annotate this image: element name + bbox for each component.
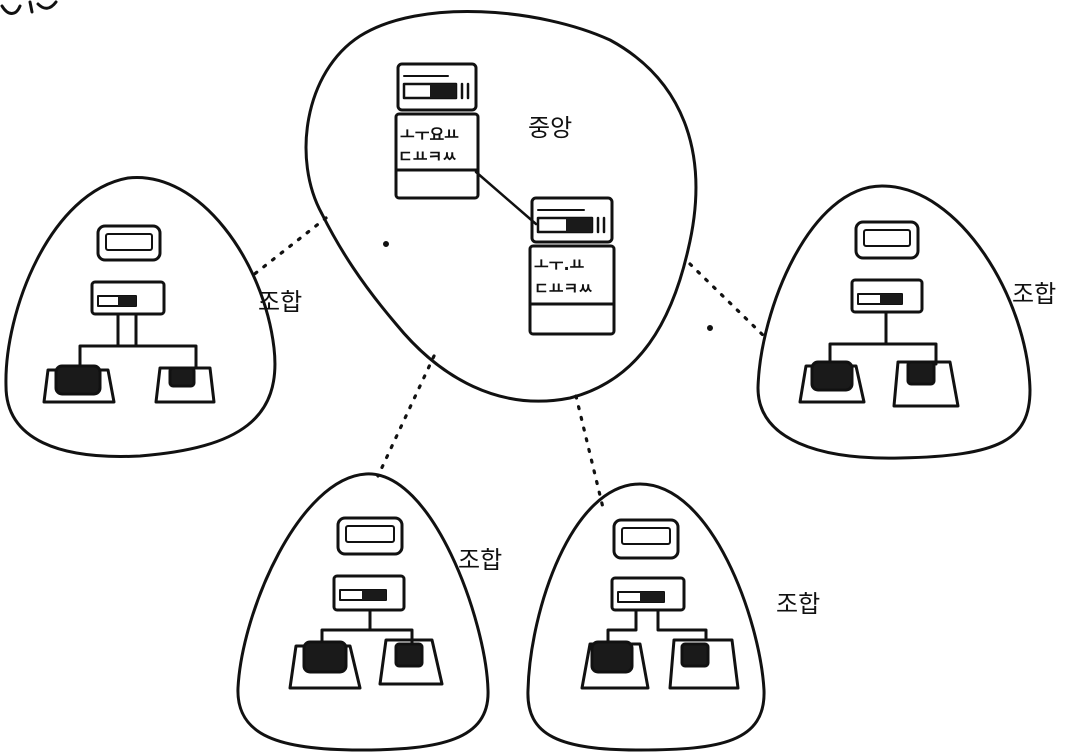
server-2-drive-fill [566,218,592,232]
node-bottom-right-label: 조합 [776,590,821,618]
node-right-wiring [828,310,938,366]
node-left-equipment [42,224,216,404]
node-left-wiring [78,312,198,370]
server-2-cabinet [528,244,616,336]
node-blob-left [4,176,277,458]
node-right-equipment [798,220,960,408]
node-left-controller [90,280,166,316]
node-bottom-left-terminal-2-screen [394,642,424,668]
node-left-label: 조합 [258,288,303,316]
central-blob [304,10,698,403]
node-right-controller-fill [880,294,902,304]
link-central-bottom-left [376,354,436,478]
node-blob-right [756,184,1032,460]
server-1-text-line-2: ㄷㅛㅋㅆ [398,147,457,166]
server-1-cabinet [394,112,480,200]
node-left-terminal-1-screen [54,364,102,396]
server-2-text-line-1: ㅗㅜ.ㅛ [534,255,585,274]
node-right-modem [854,220,920,260]
node-blob-bottom-right [526,482,766,752]
node-bottom-right-modem-inner [621,527,671,545]
node-left-modem-inner [105,233,153,251]
server-1-top-unit [396,62,478,112]
node-bottom-right-terminal-2 [668,638,740,690]
node-bottom-right-equipment [580,518,740,690]
node-right-label: 조합 [1012,280,1057,308]
node-bottom-right-terminal-2-screen [680,642,710,668]
central-server-1 [394,62,480,200]
node-left-controller-fill [118,296,136,306]
node-bottom-right-modem [612,518,680,560]
link-central-left [250,216,328,278]
node-right-terminal-1-screen [810,360,854,392]
node-bottom-left-equipment [288,516,444,690]
central-link-line [474,170,538,226]
link-central-bottom-right [574,394,606,514]
node-blob-bottom-left [236,472,490,752]
node-bottom-left-label: 조합 [458,546,503,574]
node-left-terminal-2-screen [168,366,196,388]
node-right-modem-inner [863,229,911,247]
central-label: 중앙 [528,114,573,142]
dotted-connections [250,216,770,514]
node-bottom-right-controller-fill [640,592,664,602]
stray-mark-2 [707,325,713,331]
link-central-right [688,262,770,342]
node-left-modem [96,224,162,262]
server-2-text-line-2: ㄷㅛㅋㅆ [534,279,593,298]
node-bottom-left-wiring [320,608,414,646]
stray-mark-1 [383,241,389,247]
node-bottom-right-controller [610,576,686,612]
node-bottom-left-terminal-2 [378,638,444,686]
server-1-text-line-1: ㅗㅜ요ㅛ [400,125,459,144]
node-right-terminal-2-screen [906,360,936,386]
node-bottom-left-modem [336,516,404,556]
server-1-drive-fill [430,84,456,98]
corner-scribble [0,0,58,15]
node-bottom-right-terminal-1-screen [590,640,634,674]
node-bottom-left-terminal-1-screen [302,640,348,674]
node-bottom-left-controller-fill [362,590,386,600]
node-bottom-right-wiring [606,608,708,646]
node-bottom-left-modem-inner [345,525,395,543]
